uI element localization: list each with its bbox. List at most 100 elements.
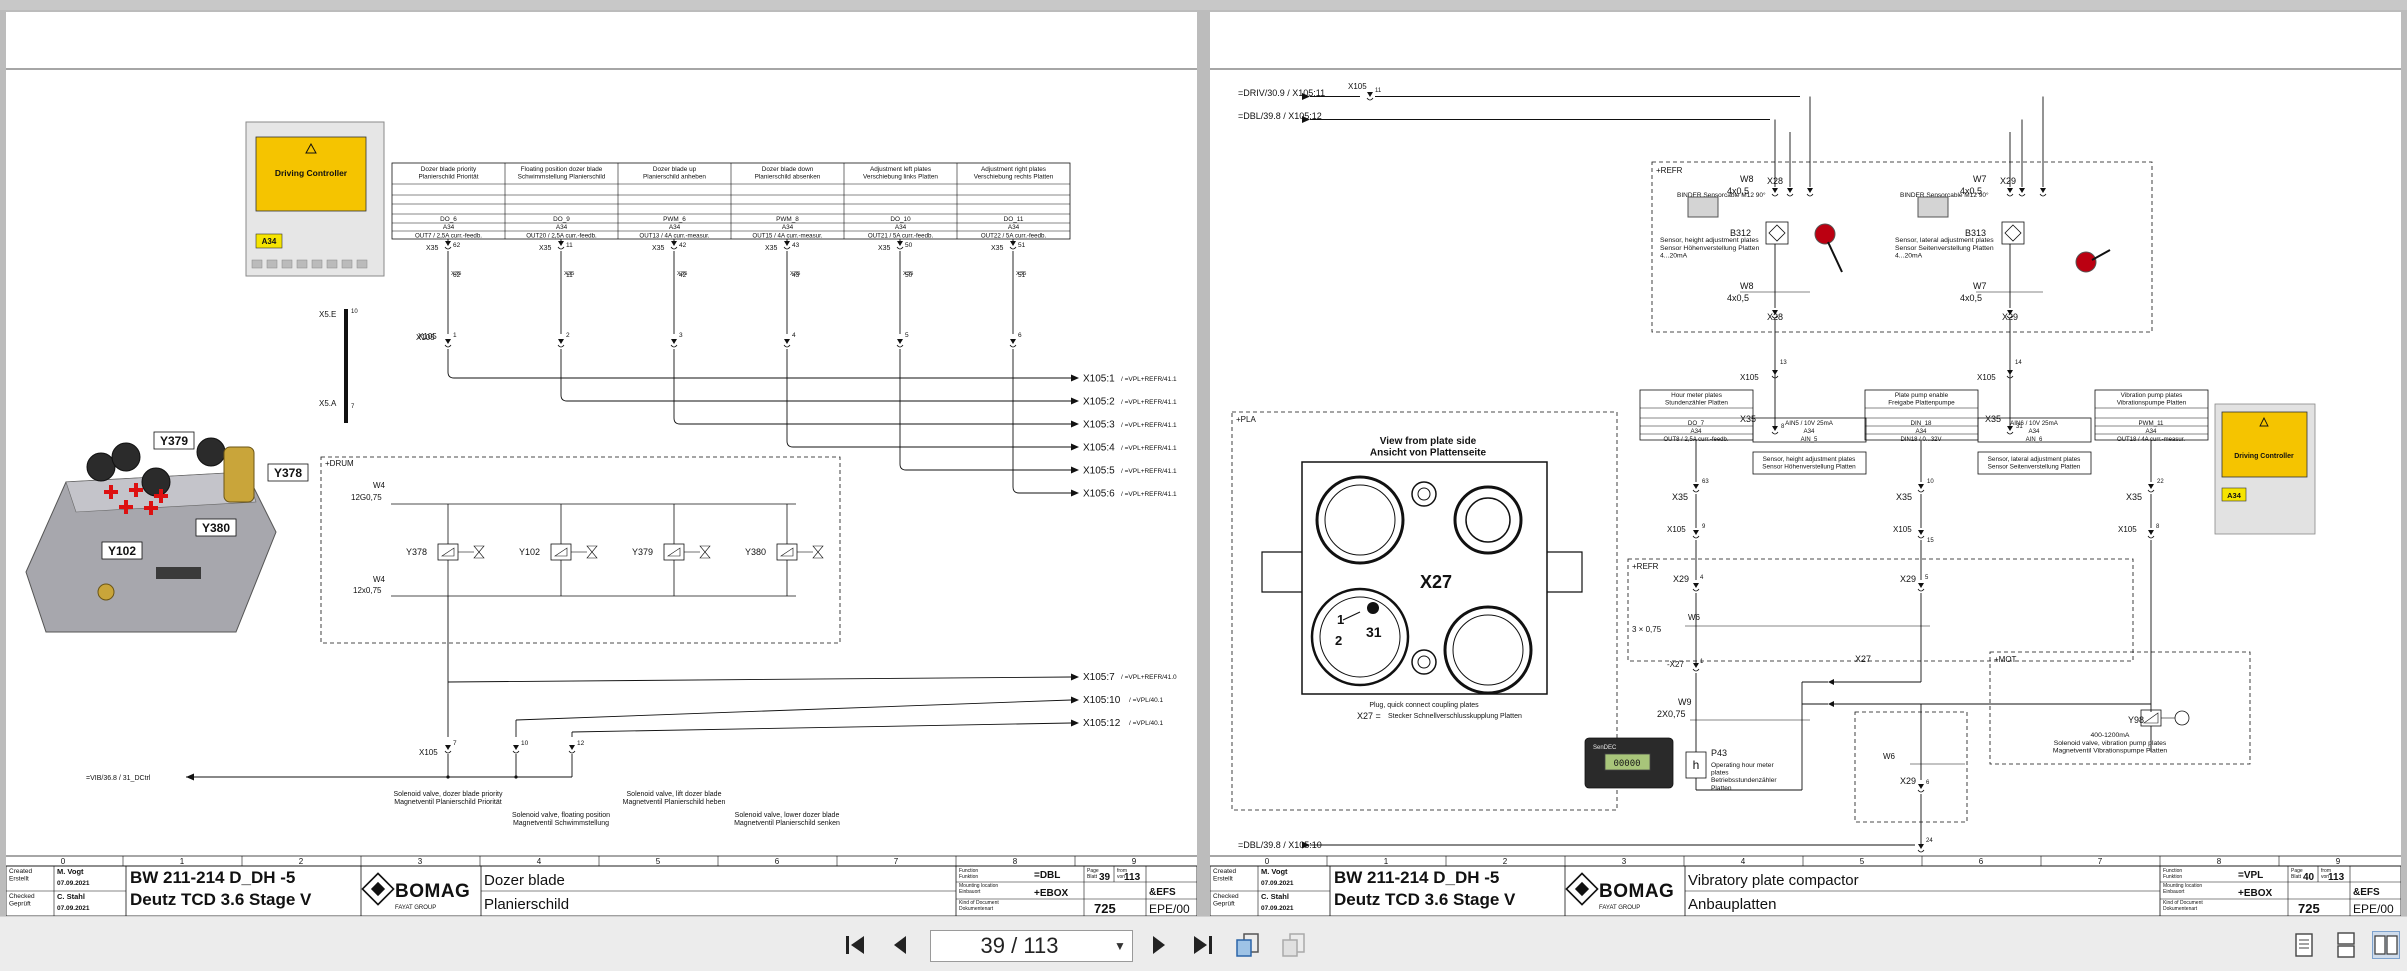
- checked-by: C. Stahl: [1261, 892, 1289, 901]
- arrow-icon: [1071, 420, 1079, 428]
- sensor-icon: [2004, 224, 2022, 242]
- plug-x27-socket: [1319, 596, 1401, 678]
- column-number: 4: [1741, 857, 1746, 866]
- cable-w9: W9: [1678, 697, 1692, 707]
- mot-enclosure: [1989, 651, 2251, 765]
- reference-path: / =VPL+REFR/41.1: [1121, 468, 1177, 475]
- schematic-vibratory-plate: =DRIV/30.9 / X105:11=DBL/39.8 / X105:12X…: [1210, 68, 2401, 916]
- single-page-view-icon[interactable]: [2290, 931, 2318, 959]
- arrow-icon: [186, 773, 194, 781]
- x105-connector-icon: [897, 339, 903, 344]
- column-number: 8: [1013, 857, 1018, 866]
- x35-pin: 51: [1018, 272, 1026, 279]
- controller-vent: [356, 259, 368, 269]
- reference-path: / =VPL+REFR/41.1: [1121, 491, 1177, 498]
- x105-label: X105: [419, 748, 438, 757]
- x105-connector-icon: [2148, 530, 2154, 535]
- x105-pin: 2: [566, 332, 570, 339]
- column-number: 0: [1265, 857, 1270, 866]
- connector-socket-icon: [2018, 193, 2026, 197]
- x35-label: X35: [1896, 492, 1912, 502]
- x105-pin: 4: [792, 332, 796, 339]
- connector-socket-icon: [1806, 193, 1814, 197]
- from-value: 113: [1124, 872, 1141, 883]
- connector-socket-icon: [1009, 344, 1017, 348]
- machine-name: BW 211-214 D_DH -5: [1334, 868, 1499, 887]
- x35-pin: 62: [453, 242, 461, 249]
- pin-marker: [1342, 611, 1361, 621]
- sensor-knob-image: [1814, 223, 1836, 245]
- brand-name: BOMAG: [395, 881, 470, 902]
- arrow-icon: [1071, 374, 1079, 382]
- plug-screw-icon: [1411, 649, 1437, 675]
- x35-connector-icon: [784, 241, 790, 246]
- page-number-select[interactable]: 39 / 113 ▼: [930, 930, 1133, 962]
- rotate-icon[interactable]: [1234, 931, 1262, 959]
- x35-connector-icon: [558, 241, 564, 246]
- previous-page-icon[interactable]: [886, 931, 914, 959]
- next-page-icon[interactable]: [1145, 931, 1173, 959]
- column-number: 3: [418, 857, 423, 866]
- cable-w6: W6: [1688, 613, 1701, 622]
- x35-ref: X35: [790, 271, 800, 277]
- top-strip: [0, 0, 2407, 10]
- x105-connector-icon: [671, 339, 677, 344]
- wire-x105-12: [571, 722, 1072, 733]
- sensor-b312-body: [1765, 221, 1789, 245]
- connector-socket-icon: [444, 246, 452, 250]
- connector-socket-icon: [1771, 315, 1779, 319]
- connector-socket-icon: [2006, 375, 2014, 379]
- cable-w4-top-spec: 12G0,75: [351, 493, 382, 502]
- junction-dot: [514, 775, 518, 779]
- last-page-icon[interactable]: [1188, 931, 1216, 959]
- block-label: Y102: [108, 544, 136, 558]
- x35-pin: 50: [905, 242, 913, 249]
- x35-pin: 10: [1927, 479, 1934, 485]
- connector-pin-icon: [1828, 679, 1834, 685]
- plug-port-icon: [1452, 614, 1524, 686]
- mot-label: +MOT: [1994, 655, 2017, 664]
- first-page-icon[interactable]: [842, 931, 870, 959]
- table-signal: DO_11: [1004, 216, 1024, 223]
- connector-socket-icon: [512, 750, 520, 754]
- sensor-cable-image: [1917, 196, 1949, 218]
- connector-socket-icon: [568, 750, 576, 754]
- description-de: Planierschild: [484, 896, 569, 913]
- table-signal: DIN_18: [1911, 420, 1933, 427]
- block-label: Y380: [202, 521, 230, 535]
- x105-connector-icon: [569, 745, 575, 750]
- table-output: AIN_5: [1801, 437, 1818, 443]
- connector-pin-icon: [1828, 701, 1834, 707]
- created-by: M. Vogt: [57, 867, 84, 876]
- table-module: A34: [1690, 428, 1702, 435]
- controller-io-table: [1639, 389, 1754, 441]
- controller-label-plate: [2221, 411, 2308, 478]
- reference-target: X105:7: [1083, 672, 1115, 683]
- reference-path: / =VPL+REFR/41.1: [1121, 376, 1177, 383]
- reference-target: =DBL/39.8 / X105:12: [1238, 111, 1322, 121]
- x29-connector-icon: [2040, 188, 2046, 193]
- column-number: 6: [775, 857, 780, 866]
- x29-connector-icon: [2007, 310, 2013, 315]
- controller-vent: [296, 259, 308, 269]
- controller-vent: [326, 259, 338, 269]
- table-output: OUT13 / 4A curr.-measur.: [639, 233, 709, 240]
- x105-label: X105: [1348, 82, 1367, 91]
- controller-name: Driving Controller: [275, 168, 348, 178]
- x35-connector-icon: [445, 241, 451, 246]
- copy-page-icon[interactable]: [1280, 931, 1308, 959]
- x29-label: X29: [2000, 176, 2016, 186]
- x105-label: X105: [1977, 373, 1996, 382]
- x35-connector-icon: [2007, 426, 2013, 431]
- continuous-view-icon[interactable]: [2332, 931, 2360, 959]
- engine-name: Deutz TCD 3.6 Stage V: [1334, 890, 1516, 909]
- plug-screw-icon: [1417, 655, 1431, 669]
- table-signal: PWM_11: [2139, 420, 2165, 427]
- x35-ref: X35: [564, 271, 574, 277]
- two-page-view-icon[interactable]: [2372, 931, 2400, 959]
